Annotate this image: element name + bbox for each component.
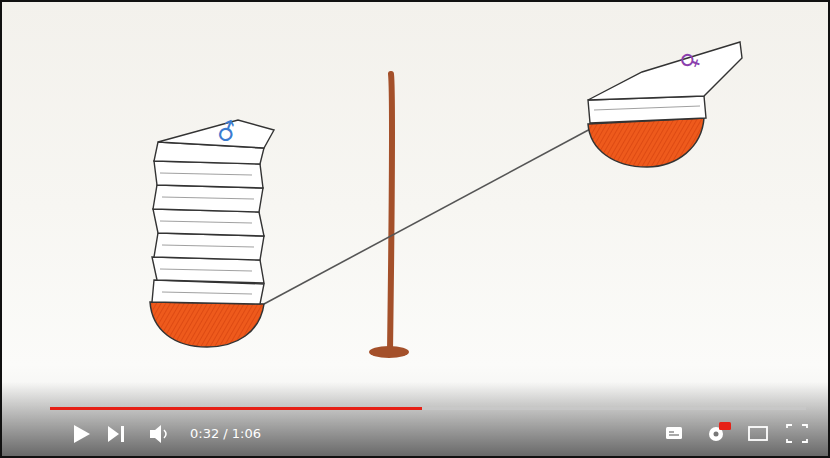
- progress-played: [50, 407, 422, 410]
- scale-beam: [264, 127, 594, 304]
- time-display: 0:32 / 1:06: [190, 427, 261, 440]
- volume-icon: [150, 425, 161, 443]
- book-stack: [152, 120, 274, 304]
- right-pan: [588, 118, 704, 167]
- scale-pole: [390, 74, 392, 352]
- progress-track: [50, 407, 806, 410]
- play-icon: [74, 425, 90, 443]
- hd-badge: [719, 422, 731, 430]
- scale-base: [369, 346, 409, 358]
- next-icon: [108, 426, 124, 442]
- single-book: [588, 42, 742, 123]
- captions-icon: [666, 427, 682, 439]
- fullscreen-icon: [787, 425, 807, 442]
- control-bar: [2, 382, 828, 456]
- theater-icon: [749, 427, 767, 440]
- left-pan: [150, 302, 264, 347]
